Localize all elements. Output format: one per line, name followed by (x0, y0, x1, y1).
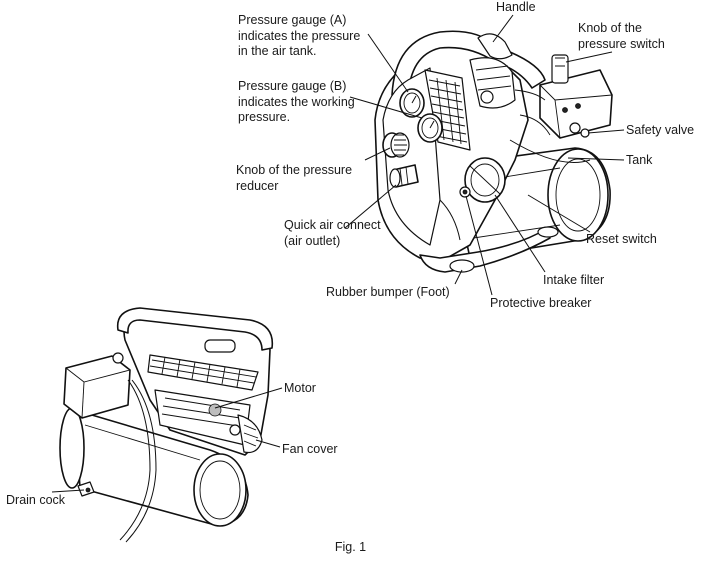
quick-air-connect (389, 164, 419, 188)
lower-tank (59, 407, 249, 527)
leader-rubber-bumper (454, 269, 463, 285)
label-pressure-gauge-b: Pressure gauge (B) indicates the working… (238, 79, 355, 124)
label-fan-cover: Fan cover (282, 442, 338, 456)
leader-safety-valve (587, 129, 625, 134)
intake-filter (464, 157, 506, 203)
leader-quick-connect (344, 184, 397, 229)
drain-cock-part (77, 481, 95, 497)
leader-motor (214, 387, 283, 409)
leader-gauge-b (349, 96, 423, 119)
label-drain-cock: Drain cock (6, 493, 66, 507)
leader-drain-cock (51, 489, 85, 493)
leader-knob-switch (565, 51, 613, 63)
leader-tank (567, 157, 625, 161)
upper-base (419, 139, 591, 273)
lower-hose (119, 379, 157, 543)
pressure-switch-box (539, 54, 613, 139)
lower-frame (116, 307, 274, 456)
pressure-gauge-a (399, 88, 425, 118)
lower-compressor-view (59, 307, 274, 543)
label-safety-valve: Safety valve (626, 123, 695, 137)
label-knob-pressure-switch: Knob of the pressure switch (578, 21, 665, 51)
label-knob-pressure-reducer: Knob of the pressure reducer (236, 163, 353, 193)
label-handle: Handle (496, 0, 536, 14)
label-reset-switch: Reset switch (586, 232, 657, 246)
pressure-reducer-knob (382, 132, 410, 158)
pressure-gauge-b (417, 113, 443, 143)
leader-intake-filter (494, 194, 546, 273)
label-rubber-bumper: Rubber bumper (Foot) (326, 285, 450, 299)
protective-breaker (459, 186, 471, 198)
leader-knob-reducer (364, 147, 391, 161)
upper-pump (469, 57, 551, 136)
label-motor: Motor (284, 381, 316, 395)
leader-reset-switch (527, 194, 591, 233)
upper-compressor-view (374, 30, 613, 273)
leader-protective-breaker (465, 195, 493, 296)
label-pressure-gauge-a: Pressure gauge (A) indicates the pressur… (238, 13, 361, 58)
leader-fan-cover (255, 439, 281, 448)
label-intake-filter: Intake filter (543, 273, 605, 287)
label-quick-air-connect: Quick air connect (air outlet) (284, 218, 381, 248)
leader-lines (51, 14, 625, 493)
lower-switch-box (63, 352, 131, 419)
figure-caption: Fig. 1 (334, 540, 367, 554)
leader-gauge-a (367, 33, 409, 93)
leader-handle (492, 14, 514, 43)
lower-grille-slots (149, 356, 257, 388)
label-protective-breaker: Protective breaker (490, 296, 592, 310)
grille-slots (428, 77, 468, 145)
label-tank: Tank (626, 153, 653, 167)
